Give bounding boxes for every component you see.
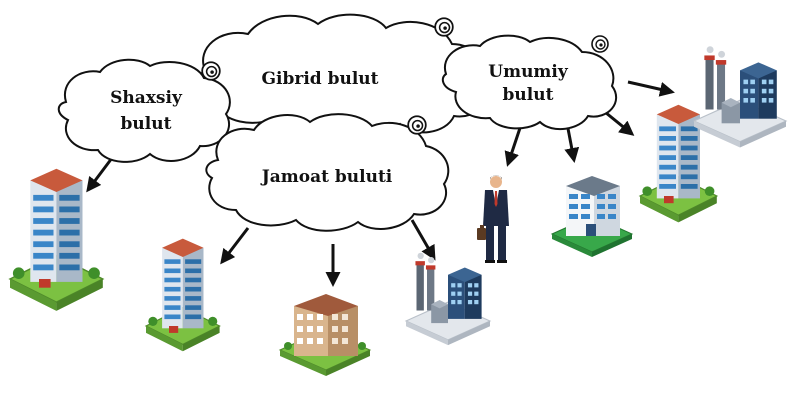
arrow-private-to-office: [86, 157, 114, 193]
hybrid-cloud-label: Gibrid bulut: [262, 69, 379, 89]
community-cloud: Jamoat buluti: [205, 113, 450, 232]
swirl-icon: [201, 61, 221, 81]
arrow-community-to-office: [220, 227, 250, 265]
arrow-community-to-factory: [410, 219, 436, 261]
apartment-building-icon: [278, 294, 372, 376]
private-cloud-label-line1: Shaxsiy: [110, 88, 183, 108]
community-cloud-label: Jamoat buluti: [260, 167, 393, 187]
swirl-icon: [591, 35, 609, 53]
public-cloud-label-line2: bulut: [503, 85, 554, 105]
factory-icon: [405, 252, 491, 346]
private-cloud: Shaxsiy bulut: [57, 58, 231, 163]
public-cloud: Umumiy bulut: [441, 34, 618, 131]
office-building-icon: [145, 238, 221, 352]
apartment-building-icon: [550, 176, 634, 257]
factory-icon: [693, 45, 787, 149]
private-cloud-label-line2: bulut: [121, 114, 172, 134]
swirl-icon: [434, 17, 454, 37]
businessman-icon: [477, 175, 509, 263]
swirl-icon: [407, 115, 427, 135]
public-cloud-label-line1: Umumiy: [488, 62, 569, 82]
arrow-public-to-factory: [627, 80, 675, 97]
